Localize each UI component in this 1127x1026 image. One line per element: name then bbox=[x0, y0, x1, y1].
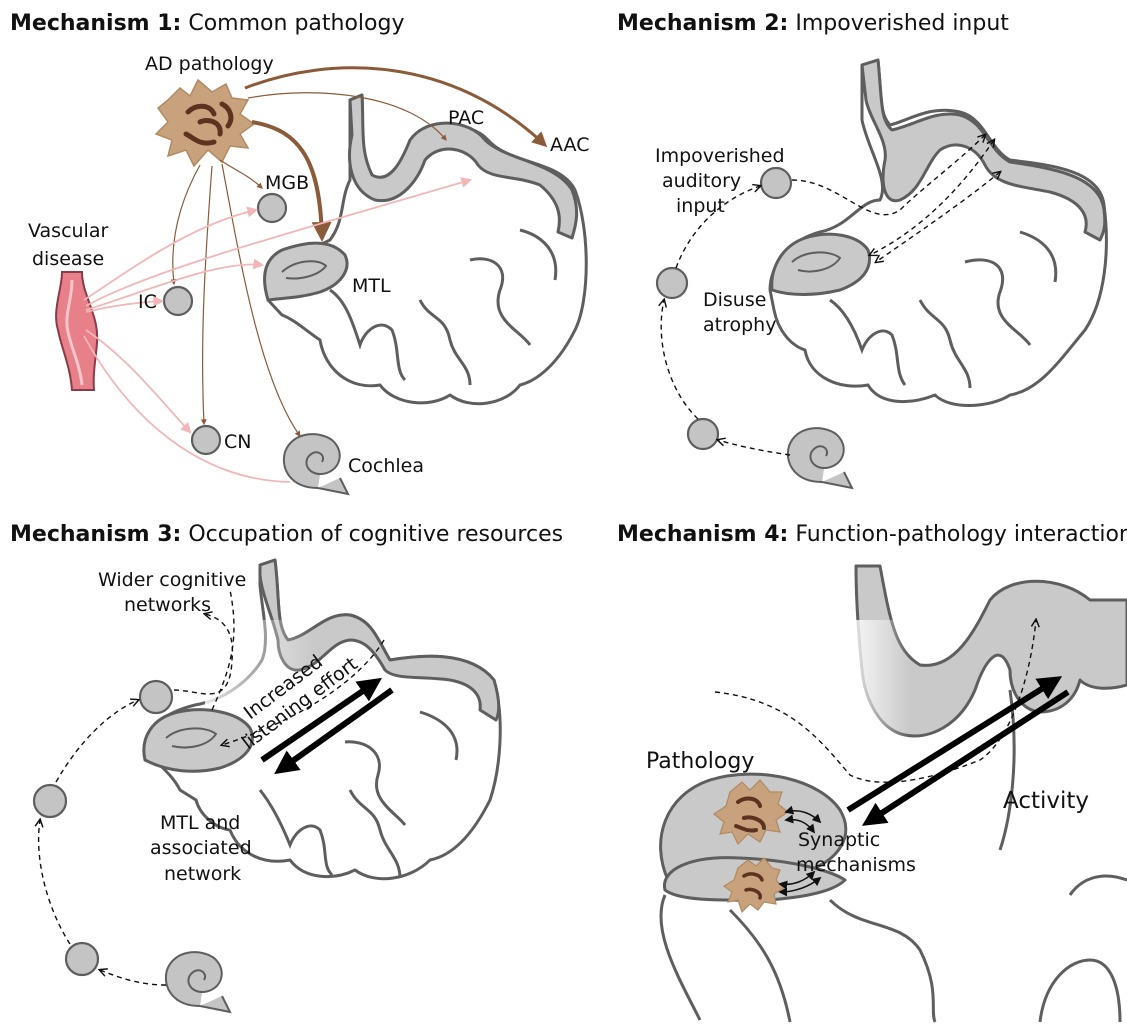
label-mgb: MGB bbox=[265, 172, 309, 194]
ic-node bbox=[34, 785, 66, 817]
panel-4-title-bold: Mechanism 4: bbox=[617, 522, 788, 547]
cn-node bbox=[192, 426, 220, 454]
panel-2-title: Mechanism 2: Impoverished input bbox=[617, 11, 1009, 36]
brain-outline bbox=[1000, 690, 1127, 1022]
label-ad-pathology: AD pathology bbox=[145, 53, 274, 75]
panel-3-title-rest: Occupation of cognitive resources bbox=[188, 522, 563, 547]
panel-4-title: Mechanism 4: Function-pathology interact… bbox=[617, 522, 1127, 547]
cochlea-icon bbox=[166, 952, 230, 1012]
label-disuse-2: atrophy bbox=[703, 314, 776, 336]
panel-4: Mechanism 4: Function-pathology interact… bbox=[617, 522, 1127, 1022]
label-disuse-1: Disuse bbox=[703, 289, 766, 311]
panel-1-title-rest: Common pathology bbox=[188, 11, 404, 36]
label-synaptic-2: mechanisms bbox=[796, 854, 916, 876]
label-pathology: Pathology bbox=[646, 749, 754, 774]
panel-2-title-bold: Mechanism 2: bbox=[617, 11, 788, 36]
blood-vessel-icon bbox=[56, 272, 97, 390]
label-cn: CN bbox=[224, 431, 251, 453]
panel-1: Mechanism 1: Common pathology bbox=[10, 11, 589, 494]
label-mtl-2: associated bbox=[150, 837, 252, 859]
panel-1-title-bold: Mechanism 1: bbox=[10, 11, 181, 36]
label-mtl: MTL bbox=[352, 275, 391, 297]
gyrus-line bbox=[661, 895, 935, 1022]
panel-2-title-rest: Impoverished input bbox=[795, 11, 1009, 36]
ic-node bbox=[657, 268, 687, 298]
label-mtl-3: network bbox=[164, 863, 241, 885]
ad-pathology-plaque-icon bbox=[156, 80, 254, 166]
label-impoverished-1: Impoverished bbox=[655, 145, 785, 167]
label-ic: IC bbox=[138, 291, 157, 313]
cochlea-icon bbox=[284, 434, 348, 494]
panel-4-title-rest: Function-pathology interaction bbox=[795, 522, 1127, 547]
label-wider-2: networks bbox=[124, 594, 211, 616]
panel-3-title-bold: Mechanism 3: bbox=[10, 522, 181, 547]
label-activity: Activity bbox=[1003, 788, 1089, 814]
fade-overlay bbox=[850, 620, 910, 750]
panel-1-title: Mechanism 1: Common pathology bbox=[10, 11, 404, 36]
label-pac: PAC bbox=[448, 107, 484, 129]
mgb-node bbox=[140, 681, 172, 713]
label-impoverished-3: input bbox=[676, 195, 725, 217]
brain-outline bbox=[770, 60, 1106, 406]
panel-2: Mechanism 2: Impoverished input Impoveri… bbox=[617, 11, 1106, 488]
cn-node bbox=[66, 943, 98, 975]
cochlea-icon bbox=[788, 428, 852, 488]
label-vascular-1: Vascular bbox=[28, 220, 108, 242]
cn-node bbox=[688, 419, 718, 449]
label-wider-1: Wider cognitive bbox=[98, 569, 246, 591]
ic-node bbox=[164, 287, 192, 315]
label-impoverished-2: auditory bbox=[662, 170, 741, 192]
label-cochlea: Cochlea bbox=[348, 455, 424, 477]
label-aac: AAC bbox=[550, 134, 589, 156]
panel-3-title: Mechanism 3: Occupation of cognitive res… bbox=[10, 522, 563, 547]
mgb-node bbox=[761, 168, 791, 198]
label-mtl-1: MTL and bbox=[160, 812, 240, 834]
panel-3: Mechanism 3: Occupation of cognitive res… bbox=[10, 522, 563, 1012]
label-synaptic-1: Synaptic bbox=[798, 829, 880, 851]
mgb-node bbox=[258, 194, 286, 222]
label-vascular-2: disease bbox=[32, 248, 104, 270]
